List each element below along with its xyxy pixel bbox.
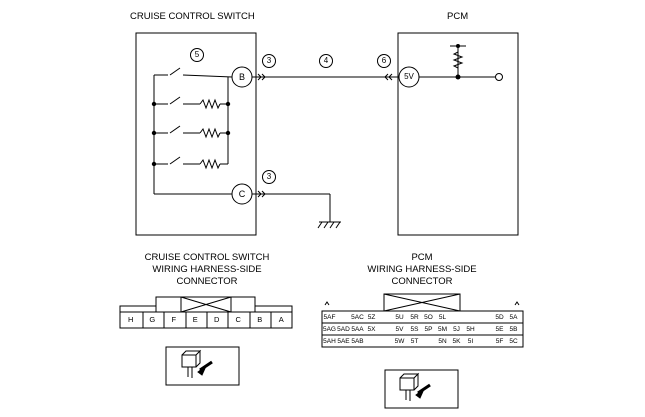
pcm-pin: 5W (394, 338, 405, 345)
switch-pin: D (214, 315, 220, 324)
pcm-pin: 5AG (322, 326, 336, 333)
pcm-pin: 5R (410, 314, 419, 321)
switch-pin: H (128, 315, 134, 324)
pcm-pin: 5AA (351, 326, 364, 333)
pcm-pin: 5N (438, 338, 447, 345)
ground-symbol (317, 221, 341, 229)
pcm-pin: 5U (395, 314, 404, 321)
pcm-pin: 5AD (337, 326, 350, 333)
pcm-pin: 5V (395, 326, 404, 333)
pcm-pin: 5F (495, 338, 504, 345)
terminal-c-label: C (238, 189, 246, 199)
marker-5-circle (190, 48, 204, 62)
switch-pin: C (235, 315, 241, 324)
switch-pin: G (149, 315, 156, 324)
resistor-2 (199, 127, 221, 139)
pcm-pin: 5AE (337, 338, 350, 345)
pcm-pin: 5AC (351, 314, 364, 321)
terminal-b-label: B (238, 72, 246, 82)
pcm-pin: 5AH (323, 338, 336, 345)
pcm-box (397, 32, 519, 236)
connector-mark-b (257, 73, 266, 81)
pcm-pin: 5T (410, 338, 419, 345)
pcm-pin: 5D (495, 314, 504, 321)
marker-3a: 3 (266, 56, 272, 65)
switch-pin: A (278, 315, 284, 324)
resistor-1 (199, 98, 221, 110)
pcm-pin: 5S (410, 326, 419, 333)
pcm-connector-title-2: WIRING HARNESS-SIDE (367, 264, 477, 275)
switch-pin: E (192, 315, 198, 324)
pcm-pin: 5O (424, 314, 433, 321)
switch-connector-title-3: CONNECTOR (176, 276, 238, 287)
pcm-pin: 5P (424, 326, 433, 333)
resistor-3 (199, 158, 221, 170)
pcm-pin: 5M (437, 326, 448, 333)
pcm-pin: 5Z (367, 314, 376, 321)
marker-3b: 3 (266, 172, 272, 181)
pcm-connector-title-1: PCM (411, 252, 433, 263)
pcm-pin: 5E (495, 326, 504, 333)
voltage-label: 5V (404, 72, 414, 81)
cruise-switch-box (135, 32, 257, 236)
pcm-connector-title-3: CONNECTOR (391, 276, 453, 287)
pcm-pin: 5C (509, 338, 518, 345)
pcm-pin: 5H (466, 326, 475, 333)
switch-connector-view-icon (165, 346, 240, 386)
marker-6: 6 (381, 56, 387, 65)
pcm-terminal (495, 73, 503, 81)
pcm-pin: 5B (509, 326, 518, 333)
switch-blade-1 (169, 67, 181, 76)
connector-mark-c (257, 190, 266, 198)
marker-4: 4 (323, 56, 329, 65)
switch-connector-title-1: CRUISE CONTROL SWITCH (144, 252, 270, 263)
switch-pin: F (171, 315, 177, 324)
pcm-pin: 5X (367, 326, 376, 333)
pcm-pin: 5I (467, 338, 474, 345)
pcm-connector-view-icon (384, 369, 459, 409)
marker-5: 5 (194, 50, 200, 59)
switch-connector-title-2: WIRING HARNESS-SIDE (152, 264, 262, 275)
marker-4-circle (319, 54, 333, 68)
marker-6-circle (377, 54, 391, 68)
pcm-title: PCM (447, 11, 469, 22)
pcm-pin: 5AF (323, 314, 336, 321)
pcm-pin: 5L (438, 314, 447, 321)
marker-3a-circle (262, 54, 276, 68)
switch-connector-face (119, 296, 293, 329)
pcm-pin: 5J (453, 326, 460, 333)
pcm-pin: 5AB (351, 338, 364, 345)
pcm-pin: 5K (452, 338, 461, 345)
pcm-connector-face (321, 293, 524, 348)
pullup-resistor (452, 51, 464, 69)
switch-title: CRUISE CONTROL SWITCH (130, 11, 255, 22)
connector-mark-pcm (384, 73, 393, 81)
pcm-pin: 5A (509, 314, 518, 321)
switch-pin: B (257, 315, 263, 324)
marker-3b-circle (262, 170, 276, 184)
